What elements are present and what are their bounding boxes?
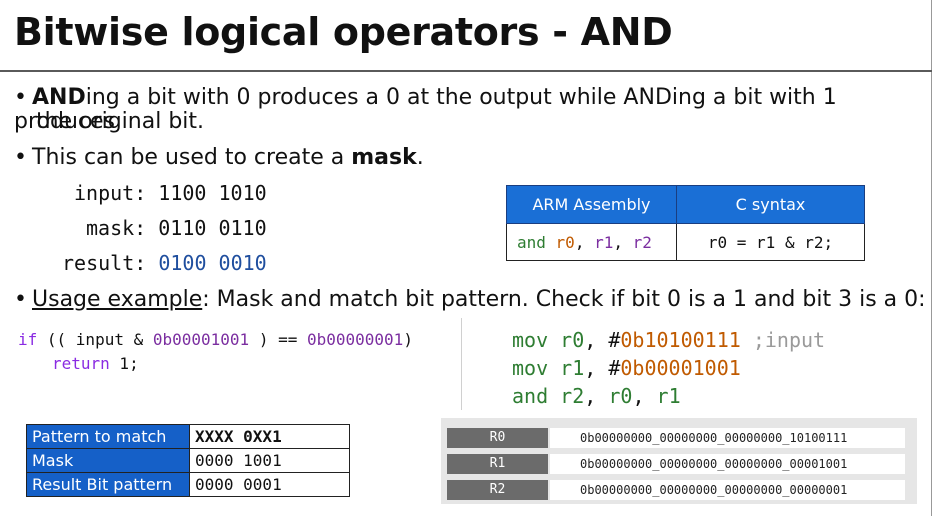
asm-reg: r0 — [608, 384, 633, 408]
asm-table-header-row: ARM Assembly C syntax — [506, 185, 865, 224]
pattern-table: Pattern to match XXXX 0XX1 Mask 0000 100… — [26, 424, 350, 497]
asm-sep: , # — [584, 356, 621, 380]
asm-header: ARM Assembly — [506, 185, 677, 224]
table-row: Result Bit pattern 0000 0001 — [26, 472, 350, 497]
asm-mov-2: mov — [512, 356, 549, 380]
register-value[interactable]: 0b00000000_00000000_00000000_00001001 — [550, 454, 905, 474]
register-name: R0 — [447, 428, 548, 448]
mask-row-label: Mask — [26, 448, 190, 473]
asm-sep: , # — [584, 328, 621, 352]
bullet-2-text-post: . — [416, 145, 424, 170]
bullet-3-text: : Mask and match bit pattern. Check if b… — [202, 287, 926, 312]
c-expr-b: ) == — [249, 330, 307, 349]
table-row: Pattern to match XXXX 0XX1 — [26, 424, 350, 449]
register-row-r1[interactable]: R1 0b00000000_00000000_00000000_00001001 — [447, 454, 908, 474]
register-row-r2[interactable]: R2 0b00000000_00000000_00000000_00000001 — [447, 480, 908, 500]
result-value: 0100 0010 — [158, 251, 267, 275]
asm-code-block: mov r0, #0b10100111 ;input mov r1, #0b00… — [512, 326, 825, 410]
asm-table-row: and r0, r1, r2 r0 = r1 & r2; — [506, 223, 865, 261]
mask-keyword: mask — [351, 145, 417, 170]
input-value: 1100 1010 — [158, 181, 267, 205]
bullet-dot-icon: • — [14, 145, 27, 170]
c-match-literal: 0b00000001 — [306, 330, 404, 349]
bullet-dot-icon: • — [14, 287, 27, 312]
result-row-label: Result Bit pattern — [26, 472, 190, 497]
asm-mov-1: mov — [512, 328, 549, 352]
register-name: R2 — [447, 480, 548, 500]
asm-reg-r0: r0 — [555, 232, 575, 252]
c-return-value: 1; — [109, 354, 139, 373]
bullet-dot-icon: • — [14, 85, 27, 110]
asm-mnemonic: and — [517, 232, 546, 252]
asm-code-line-3: and r2, r0, r1 — [512, 382, 825, 410]
asm-reg: r1 — [656, 384, 681, 408]
slide-title: Bitwise logical operators - AND — [14, 10, 673, 54]
c-code-block: if (( input & 0b00001001 ) == 0b00000001… — [18, 328, 413, 376]
title-divider — [0, 70, 932, 72]
c-return-keyword: return — [52, 354, 110, 373]
result-row-value: 0000 0001 — [189, 472, 350, 497]
c-code-line-2: return 1; — [18, 352, 413, 376]
asm-comma: , — [632, 384, 657, 408]
asm-reg: r1 — [560, 356, 585, 380]
c-mask-literal: 0b00001001 — [152, 330, 250, 349]
pattern-value: XXXX 0XX1 — [189, 424, 350, 449]
c-code-line-1: if (( input & 0b00001001 ) == 0b00000001… — [18, 328, 413, 352]
and-keyword: AND — [32, 85, 86, 110]
c-header: C syntax — [676, 185, 865, 224]
asm-comment: ;input — [740, 328, 826, 352]
c-expr-a: (( input & — [37, 330, 153, 349]
binary-result-row: result: 0100 0010 — [62, 251, 267, 275]
input-label: input: — [74, 181, 147, 205]
binary-mask-row: mask: 0110 0110 — [86, 216, 267, 240]
register-value[interactable]: 0b00000000_00000000_00000000_00000001 — [550, 480, 905, 500]
asm-code-line-1: mov r0, #0b10100111 ;input — [512, 326, 825, 354]
register-name: R1 — [447, 454, 548, 474]
pattern-label: Pattern to match — [26, 424, 190, 449]
asm-reg: r2 — [560, 384, 585, 408]
asm-cell: and r0, r1, r2 — [506, 223, 677, 261]
asm-code-line-2: mov r1, #0b00001001 — [512, 354, 825, 382]
asm-comma: , — [584, 384, 609, 408]
mask-label: mask: — [86, 216, 147, 240]
c-if-keyword: if — [18, 330, 38, 349]
c-expr-c: ) — [403, 330, 413, 349]
c-cell: r0 = r1 & r2; — [676, 223, 865, 261]
mask-value: 0110 0110 — [158, 216, 267, 240]
asm-c-table: ARM Assembly C syntax and r0, r1, r2 r0 … — [506, 185, 865, 261]
bullet-and-behaviour: •ANDing a bit with 0 produces a 0 at the… — [14, 86, 914, 134]
bullet-1-text: ing a bit with 0 produces a 0 at the out… — [14, 85, 837, 134]
asm-and: and — [512, 384, 549, 408]
bullet-1-continuation: the original bit. — [36, 109, 205, 134]
register-panel: R0 0b00000000_00000000_00000000_10100111… — [441, 418, 917, 504]
mask-row-value: 0000 1001 — [189, 448, 350, 473]
code-divider — [461, 318, 462, 410]
register-value[interactable]: 0b00000000_00000000_00000000_10100111 — [550, 428, 905, 448]
binary-input-row: input: 1100 1010 — [74, 181, 267, 205]
usage-example-label: Usage example — [32, 287, 203, 312]
register-row-r0[interactable]: R0 0b00000000_00000000_00000000_10100111 — [447, 428, 908, 448]
result-label: result: — [62, 251, 147, 275]
asm-immediate: 0b00001001 — [620, 356, 741, 380]
bullet-2-text-pre: This can be used to create a — [32, 145, 352, 170]
asm-reg: r0 — [560, 328, 585, 352]
asm-immediate: 0b10100111 — [620, 328, 741, 352]
bullet-usage-example: •Usage example: Mask and match bit patte… — [14, 288, 926, 312]
asm-reg-r1: r1 — [594, 232, 614, 252]
asm-reg-r2: r2 — [632, 232, 652, 252]
bullet-mask: •This can be used to create a mask. — [14, 146, 424, 170]
table-row: Mask 0000 1001 — [26, 448, 350, 473]
